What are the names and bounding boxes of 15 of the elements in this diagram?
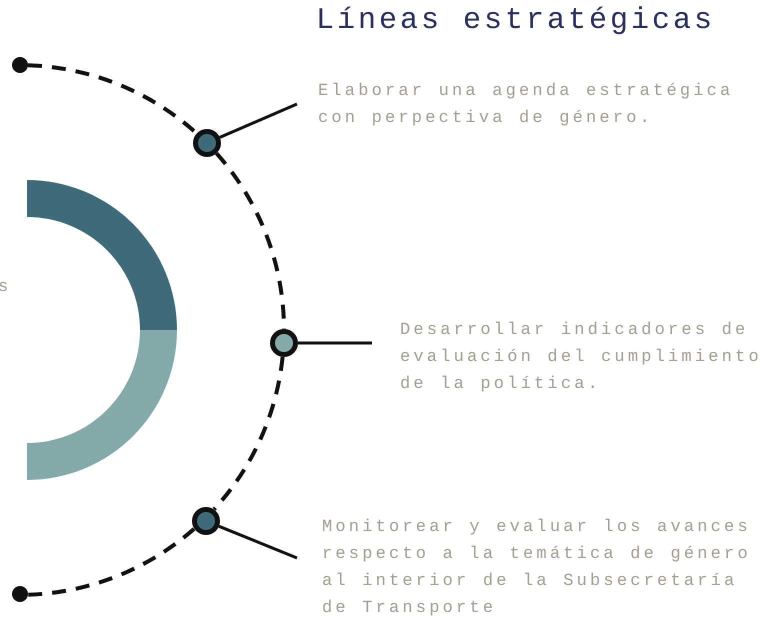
strategy-text: Elaborar una agenda estratégica con perpectiva de género. bbox=[318, 81, 734, 130]
strategy-text: Desarrollar indicadores de evaluación del cumplimiento de la política. bbox=[400, 320, 763, 396]
connector-node bbox=[270, 329, 298, 357]
title: Líneas estratégicas bbox=[316, 4, 716, 38]
dashed-arc bbox=[214, 152, 286, 330]
leader-line bbox=[219, 102, 298, 139]
connector-node bbox=[192, 507, 220, 535]
dashed-arc bbox=[212, 356, 285, 511]
end-dot bbox=[12, 586, 28, 602]
dashed-arc bbox=[28, 527, 196, 597]
strategy-text: Monitorear y evaluar los avances respecto a la temática de género al interior de la Subsecretaría de Transporte bbox=[322, 517, 752, 619]
connector-node bbox=[193, 129, 221, 157]
end-dot bbox=[12, 57, 28, 73]
leader-line bbox=[298, 342, 372, 344]
leader-line bbox=[218, 524, 298, 560]
